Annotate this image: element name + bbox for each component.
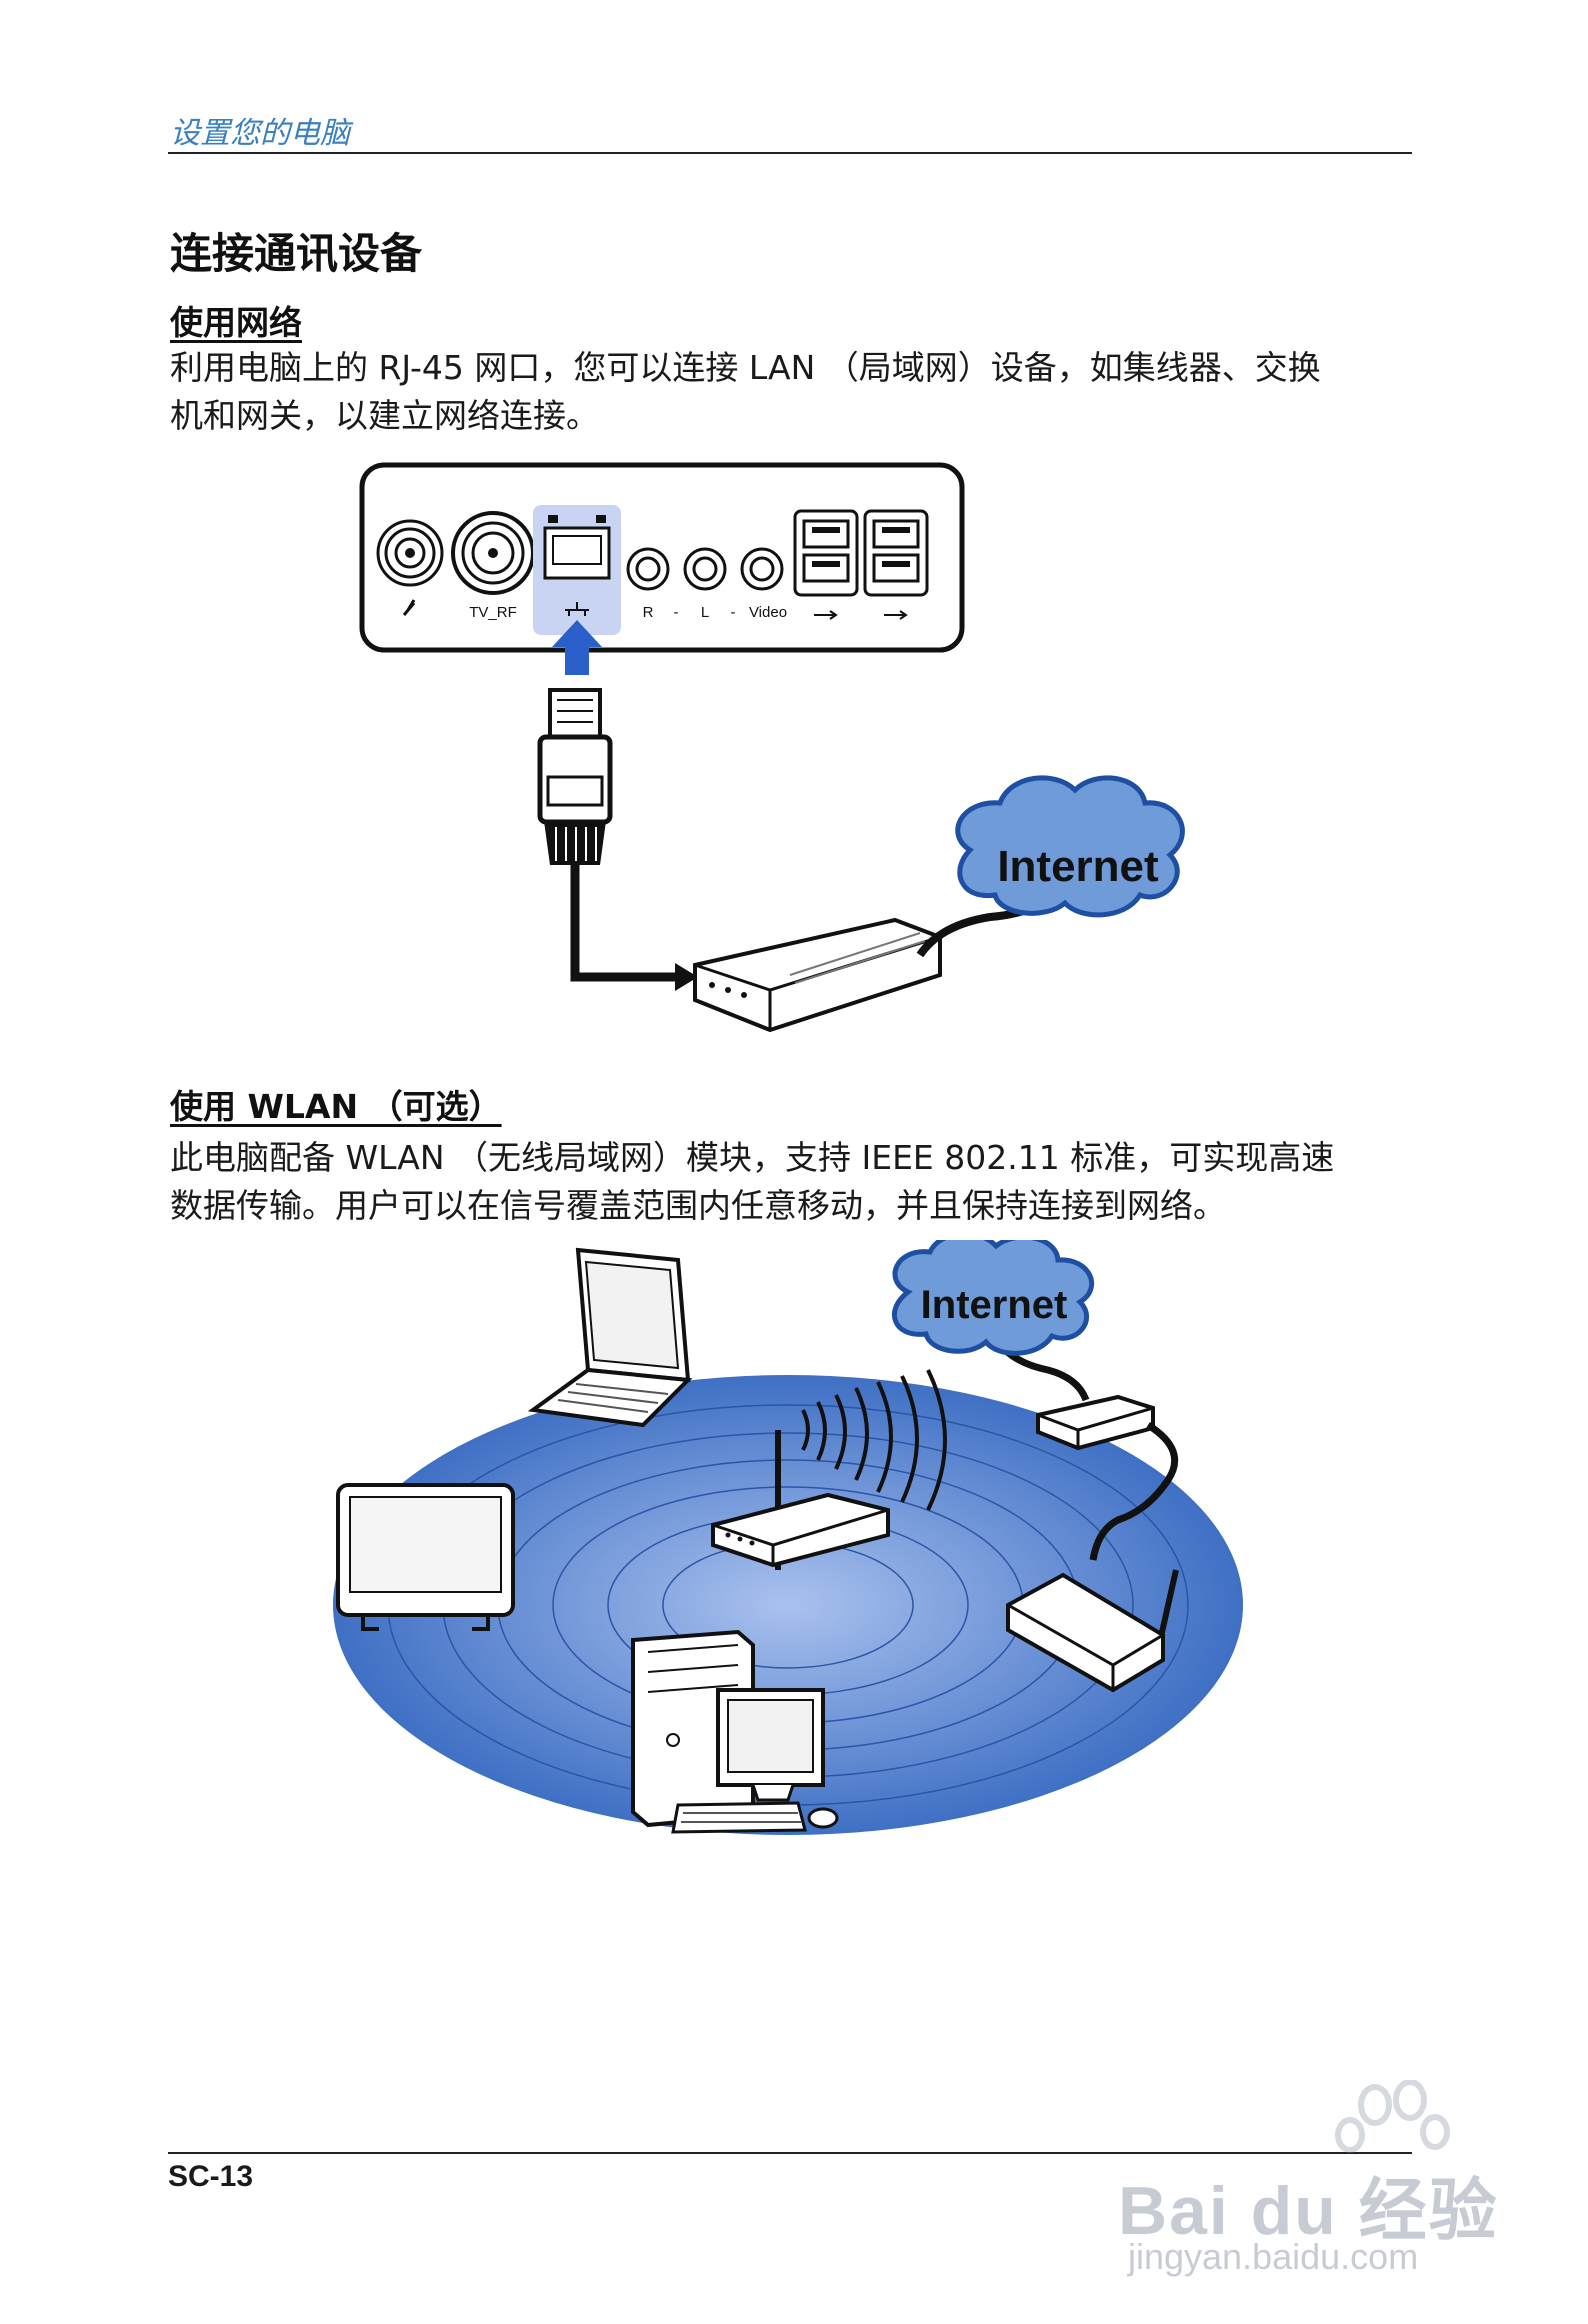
usb-port-2-icon <box>863 509 929 620</box>
baidu-paw-icon <box>1335 2080 1450 2153</box>
router-icon <box>693 917 942 1033</box>
header-divider <box>168 152 1412 154</box>
cable-arrow-icon <box>675 963 698 991</box>
lan-heading: 使用网络 <box>170 303 302 342</box>
lan-cable <box>570 865 680 982</box>
keyboard-icon <box>671 1801 807 1834</box>
insert-arrow-icon <box>552 620 602 675</box>
wlan-paragraph: 此电脑配备 WLAN （无线局域网）模块，支持 IEEE 802.11 标准，可… <box>170 1134 1412 1230</box>
router-cable-wlan <box>1089 1422 1179 1561</box>
page-number: SC-13 <box>168 2160 254 2193</box>
usb-port-1-icon <box>793 509 859 620</box>
dash-label-2: - <box>731 604 736 621</box>
laptop-icon <box>527 1247 693 1428</box>
video-label: Video <box>749 604 787 621</box>
wlan-text-line1: 此电脑配备 WLAN （无线局域网）模块，支持 IEEE 802.11 标准，可… <box>170 1138 1335 1177</box>
lan-cloud-label: Internet <box>997 842 1159 891</box>
coverage-area <box>333 1375 1243 1835</box>
wlan-coverage-figure: Internet <box>333 1240 1243 1835</box>
section-title: 连接通讯设备 <box>170 229 423 278</box>
l-label: L <box>701 604 709 621</box>
lan-text-line2: 机和网关，以建立网络连接。 <box>170 396 599 435</box>
crt-monitor-icon <box>716 1688 825 1802</box>
wifi-signal-icon <box>801 1369 947 1511</box>
lan-text-line1: 利用电脑上的 RJ-45 网口，您可以连接 LAN （局域网）设备，如集线器、交… <box>170 348 1321 387</box>
audio-r-jack-icon <box>626 547 670 591</box>
video-jack-icon <box>740 547 784 591</box>
internet-cloud-icon <box>955 775 1185 918</box>
header-title: 设置您的电脑 <box>170 116 350 151</box>
r-label: R <box>643 604 654 621</box>
desktop-monitor-icon <box>336 1483 515 1631</box>
access-point-icon <box>1006 1569 1179 1693</box>
modem-router-icon <box>1036 1394 1155 1451</box>
wlan-cloud-label: Internet <box>921 1283 1068 1327</box>
lan-connection-figure: TV_RF R - L - Video <box>359 462 1185 1033</box>
internet-cloud-icon-wlan <box>891 1240 1094 1356</box>
audio-l-jack-icon <box>683 547 727 591</box>
mouse-icon <box>807 1807 839 1829</box>
tv-rf-label: TV_RF <box>469 604 517 621</box>
watermark-site: jingyan.baidu.com <box>1128 2236 1419 2277</box>
rj45-port-icon <box>543 515 611 616</box>
wlan-heading: 使用 WLAN （可选） <box>170 1087 502 1126</box>
rj45-plug-icon <box>537 688 613 865</box>
wireless-router-icon <box>711 1430 890 1570</box>
footer-divider <box>168 2152 1412 2154</box>
tv-rf-jack-icon <box>451 511 535 595</box>
watermark-brand: Bai du 经验 <box>1118 2173 1499 2249</box>
antenna-jack-icon <box>376 519 444 616</box>
dash-label-1: - <box>674 604 679 621</box>
wlan-text-line2: 数据传输。用户可以在信号覆盖范围内任意移动，并且保持连接到网络。 <box>170 1186 1226 1225</box>
lan-paragraph: 利用电脑上的 RJ-45 网口，您可以连接 LAN （局域网）设备，如集线器、交… <box>170 344 1412 440</box>
